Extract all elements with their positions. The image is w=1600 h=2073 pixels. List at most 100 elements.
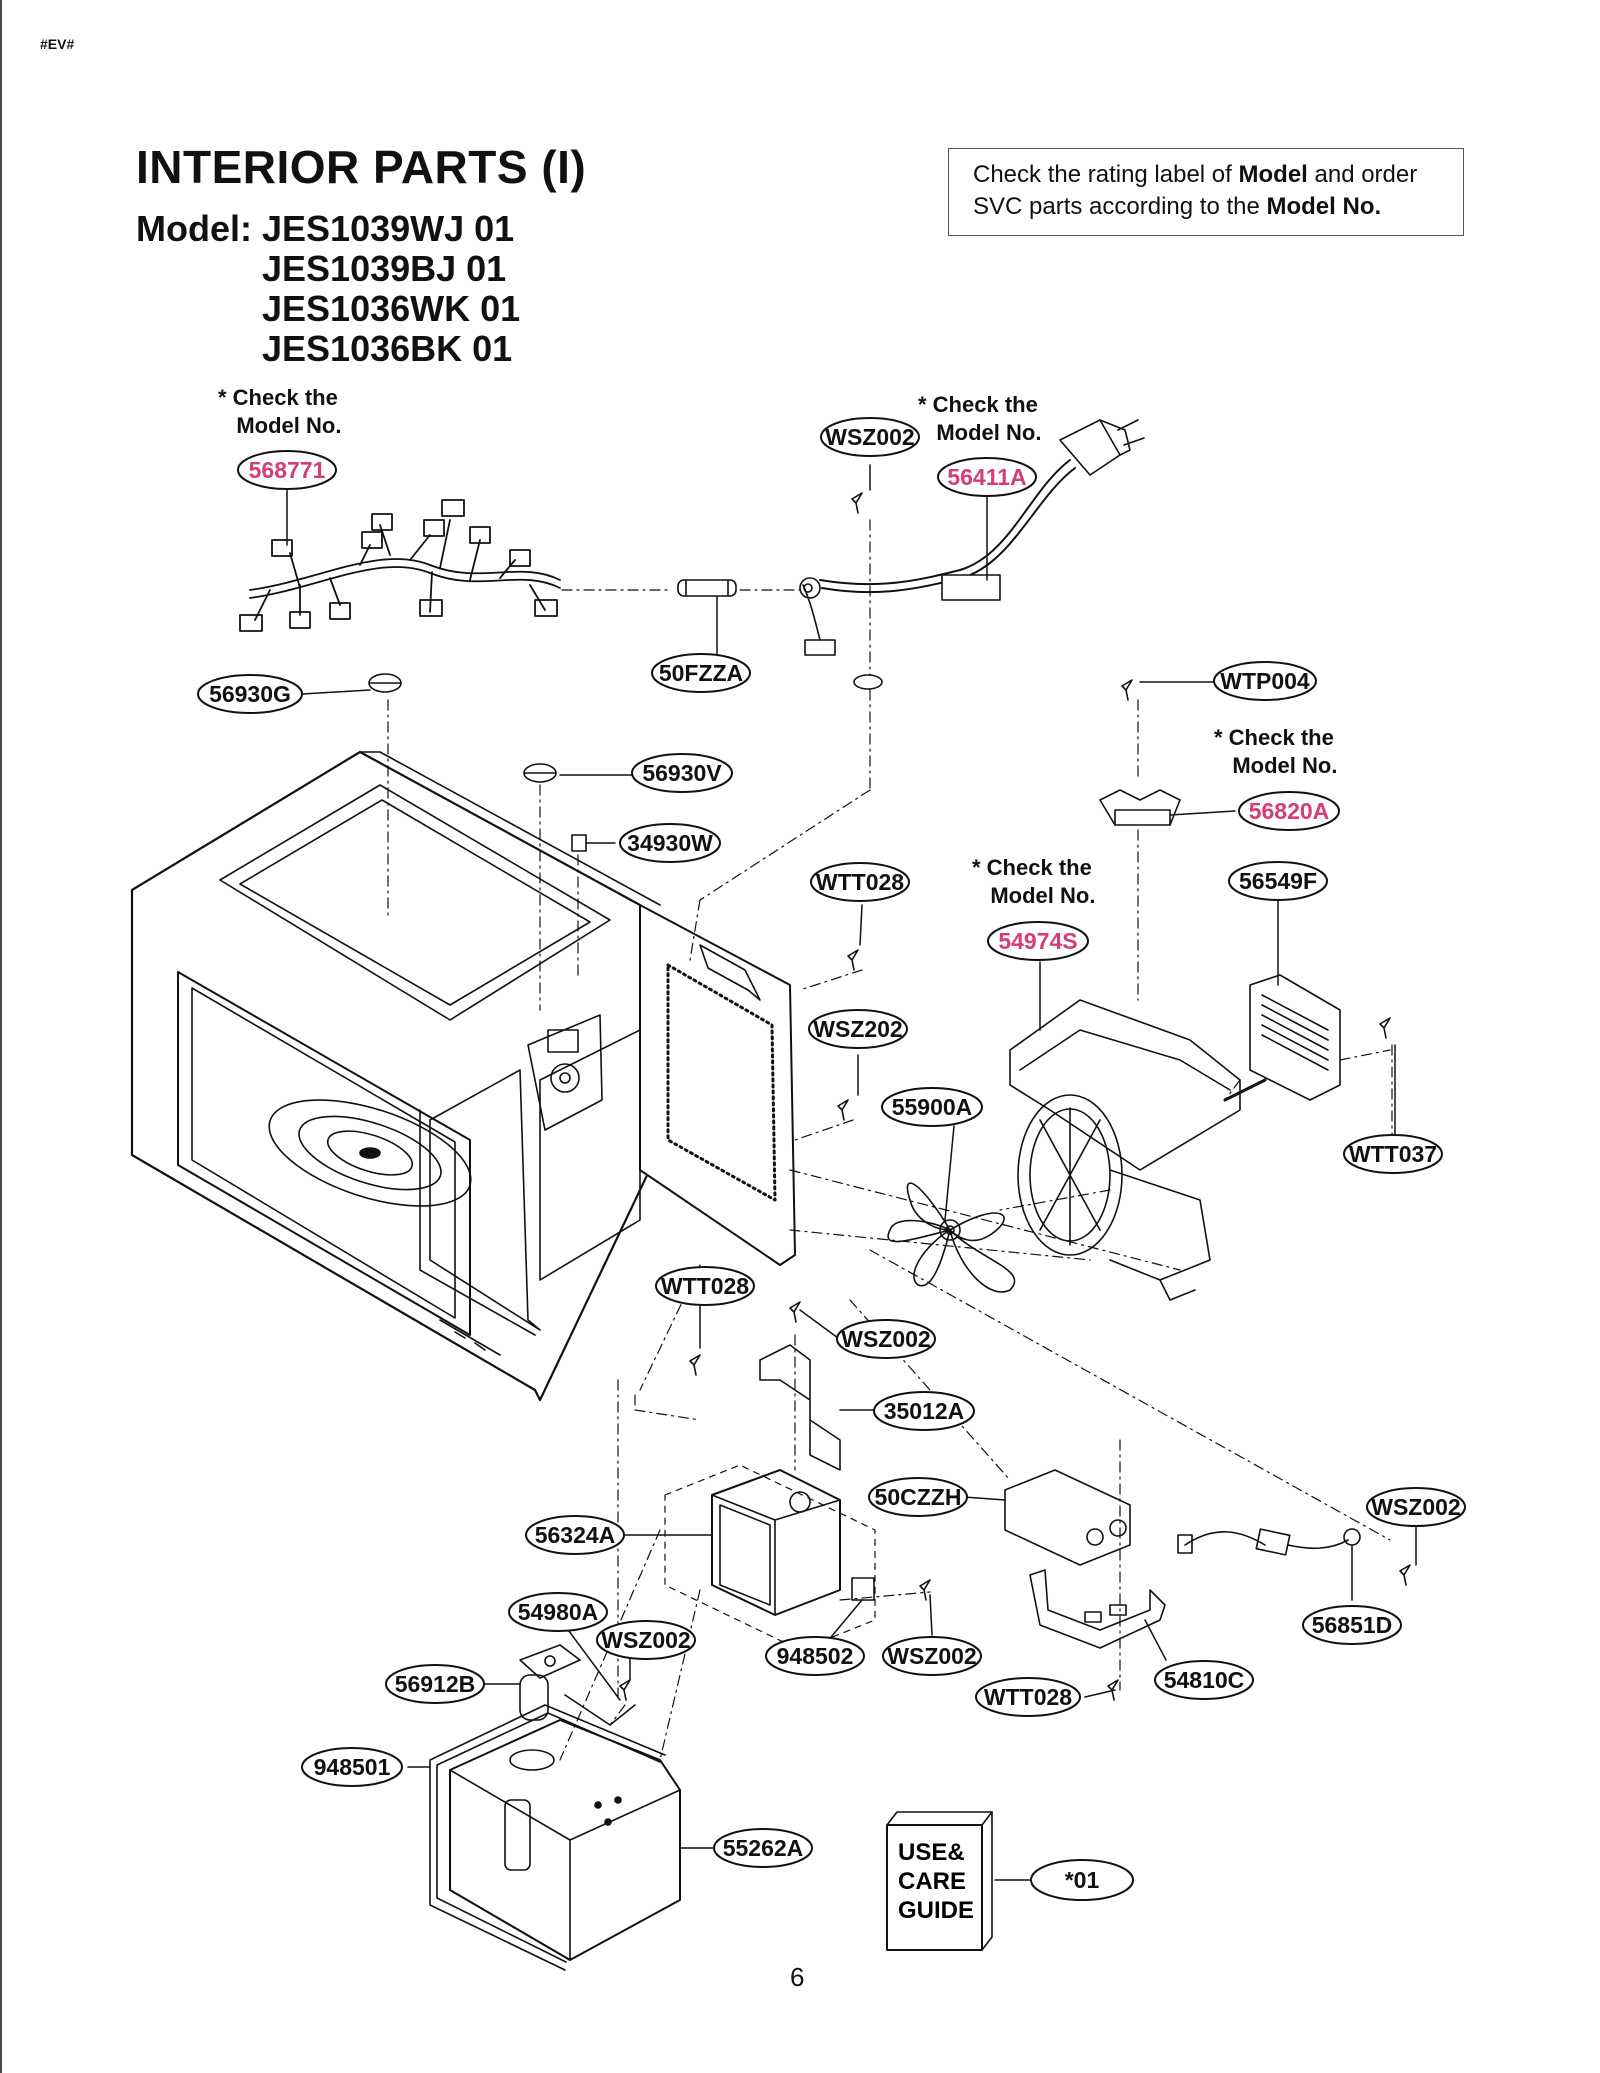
callout-oval: [1366, 1487, 1466, 1527]
use-care-guide-book: [886, 1811, 993, 1951]
callout-oval: [1238, 791, 1340, 831]
callout-56324a: 56324A: [525, 1515, 625, 1555]
fan-blade: [887, 1182, 1016, 1293]
callout-55262a: 55262A: [713, 1828, 813, 1868]
callout-oval: [987, 921, 1089, 961]
part-number: WTT028: [984, 1684, 1072, 1710]
part-number: 56411A: [947, 464, 1026, 490]
model-label: Model:: [136, 208, 252, 249]
callout-wsz002: WSZ002: [596, 1620, 696, 1660]
callout-oval: [508, 1592, 608, 1632]
part-number: WSZ002: [841, 1326, 930, 1352]
corner-tag: #EV#: [40, 36, 75, 52]
model-line-2: JES1039BJ 01: [262, 248, 507, 289]
part-number: WSZ002: [887, 1643, 976, 1669]
fuse-part: [677, 579, 737, 597]
callout-56930v: 56930V: [631, 753, 733, 793]
callout-oval: [301, 1747, 403, 1787]
fan-motor: [1223, 974, 1341, 1102]
callout-55900a: 55900A: [881, 1087, 983, 1127]
callout-oval: [197, 674, 303, 714]
part-number: *01: [1065, 1867, 1100, 1893]
screws: [619, 492, 1411, 1701]
callout-oval: [808, 1009, 908, 1049]
callout-34930w: 34930W: [619, 823, 721, 863]
part-number: WTT037: [1349, 1141, 1437, 1167]
check-model-note-harness: * Check the Model No.: [218, 385, 342, 438]
part-number: 55262A: [723, 1835, 804, 1861]
callout-56411a: 56411A: [937, 457, 1037, 497]
guide-line-1: USE&: [898, 1839, 965, 1866]
page-title: INTERIOR PARTS (I): [136, 141, 587, 193]
callout-oval: [713, 1828, 813, 1868]
capacitor: [1004, 1469, 1131, 1566]
part-number: 35012A: [884, 1398, 965, 1424]
part-number: 948501: [314, 1754, 391, 1780]
callout-wtt028: WTT028: [810, 862, 910, 902]
callout-oval: [1343, 1134, 1443, 1174]
magnetron: [664, 1464, 876, 1651]
callout-wtt028: WTT028: [975, 1677, 1081, 1717]
switch-bracket: [527, 1014, 603, 1131]
callout-oval: [1302, 1605, 1402, 1645]
part-number: WSZ002: [825, 424, 914, 450]
power-cord: [799, 419, 1145, 690]
model-line-4: JES1036BK 01: [262, 328, 513, 369]
callout-oval: [820, 417, 920, 457]
sensor-56851D: [1177, 1528, 1361, 1556]
callout-oval: [810, 862, 910, 902]
callout-wsz002: WSZ002: [882, 1636, 982, 1676]
callout-54810c: 54810C: [1154, 1660, 1254, 1700]
model-line-3: JES1036WK 01: [262, 288, 521, 329]
callout-oval: [765, 1636, 865, 1676]
thermostat-56930G: [368, 673, 402, 693]
callout-oval: [937, 457, 1037, 497]
callout-50czzh: 50CZZH: [868, 1477, 968, 1517]
part-number: 34930W: [627, 830, 713, 856]
part-number: 56324A: [535, 1522, 616, 1548]
part-number: 948502: [777, 1643, 854, 1669]
callout-56851d: 56851D: [1302, 1605, 1402, 1645]
callout-56549f: 56549F: [1228, 861, 1328, 901]
callout-wtt037: WTT037: [1343, 1134, 1443, 1174]
callout-01: *01: [1030, 1859, 1134, 1901]
part-number: 56851D: [1312, 1612, 1393, 1638]
wire-harness: [239, 499, 561, 632]
callout-56912b: 56912B: [385, 1664, 485, 1704]
callout-oval: [1228, 861, 1328, 901]
bracket-35012A: [759, 1344, 841, 1471]
callout-oval: [975, 1677, 1081, 1717]
thermostat-56930V: [523, 763, 557, 783]
callout-568771: 568771: [237, 450, 337, 490]
block-948502: [851, 1577, 875, 1601]
part-number: 54810C: [1164, 1667, 1245, 1693]
callout-948502: 948502: [765, 1636, 865, 1676]
part-number: 568771: [249, 457, 326, 483]
switch-34930W: [571, 834, 587, 852]
notice-text-2: and order SVC parts according to the: [973, 161, 1418, 220]
guide-line-2: CARE: [898, 1868, 966, 1895]
callout-oval: [385, 1664, 485, 1704]
callout-wsz002: WSZ002: [820, 417, 920, 457]
check-model-note-cord: * Check the Model No.: [918, 392, 1042, 445]
part-number: 55900A: [892, 1094, 973, 1120]
callout-wsz202: WSZ202: [808, 1009, 908, 1049]
part-number: 56930G: [209, 681, 291, 707]
page-number: 6: [790, 1962, 805, 1992]
callout-oval: [525, 1515, 625, 1555]
part-number: 54980A: [518, 1599, 599, 1625]
callout-oval: [631, 753, 733, 793]
callout-wtt028: WTT028: [655, 1266, 755, 1306]
callout-oval: [237, 450, 337, 490]
part-number: 54974S: [998, 928, 1077, 954]
callout-54980a: 54980A: [508, 1592, 608, 1632]
model-line-1: JES1039WJ 01: [262, 208, 515, 249]
callout-948501: 948501: [301, 1747, 403, 1787]
oven-cavity: [130, 750, 662, 1402]
callout-35012a: 35012A: [873, 1391, 975, 1431]
check-model-note-duct: * Check the Model No.: [972, 855, 1096, 908]
callout-54974s: 54974S: [987, 921, 1089, 961]
leader-lines: [286, 464, 1417, 1881]
callout-oval: [651, 653, 751, 693]
vent-panel: [639, 904, 796, 1266]
